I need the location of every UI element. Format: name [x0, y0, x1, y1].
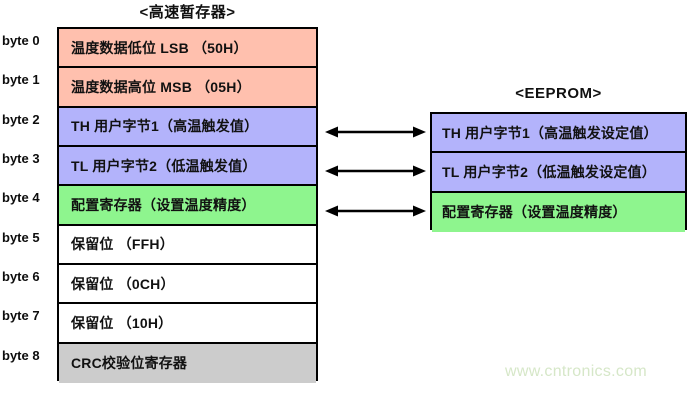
- scratchpad-row-byte8-label: CRC校验位寄存器: [71, 355, 188, 372]
- scratchpad-row-byte5-label: 保留位 （FFH）: [71, 236, 174, 253]
- eeprom-row-tl: TL 用户字节2（低温触发设定值）: [432, 153, 685, 193]
- eeprom-table: TH 用户字节1（高温触发设定值） TL 用户字节2（低温触发设定值） 配置寄存…: [430, 112, 687, 232]
- scratchpad-row-byte1-label: 温度数据高位 MSB （05H）: [71, 78, 251, 95]
- byte-label-4: byte 4: [2, 190, 40, 205]
- eeprom-row-th-label: TH 用户字节1（高温触发设定值）: [442, 124, 658, 141]
- double-arrow-icon-byte3: [325, 164, 426, 178]
- double-arrow-icon-byte2: [325, 125, 426, 139]
- byte-label-5: byte 5: [2, 230, 40, 245]
- double-arrow-icon-byte4: [325, 204, 426, 218]
- eeprom-row-config-label: 配置寄存器（设置温度精度）: [442, 204, 627, 221]
- byte-label-8: byte 8: [2, 348, 40, 363]
- byte-label-6: byte 6: [2, 269, 40, 284]
- scratchpad-title: <高速暂存器>: [139, 4, 236, 21]
- eeprom-row-tl-label: TL 用户字节2（低温触发设定值）: [442, 163, 656, 180]
- eeprom-row-config: 配置寄存器（设置温度精度）: [432, 192, 685, 232]
- scratchpad-row-byte4-label: 配置寄存器（设置温度精度）: [71, 196, 256, 213]
- scratchpad-row-byte0-label: 温度数据低位 LSB （50H）: [71, 39, 248, 56]
- scratchpad-row-byte2: TH 用户字节1（高温触发值）: [59, 107, 316, 147]
- scratchpad-row-byte7-label: 保留位 （10H）: [71, 314, 173, 331]
- eeprom-title: <EEPROM>: [515, 85, 602, 102]
- byte-label-7: byte 7: [2, 308, 40, 323]
- byte-label-1: byte 1: [2, 72, 40, 87]
- scratchpad-row-byte3-label: TL 用户字节2（低温触发值）: [71, 157, 257, 174]
- byte-label-3: byte 3: [2, 151, 40, 166]
- byte-label-2: byte 2: [2, 112, 40, 127]
- scratchpad-row-byte3: TL 用户字节2（低温触发值）: [59, 146, 316, 187]
- scratchpad-row-byte4: 配置寄存器（设置温度精度）: [59, 186, 316, 226]
- byte-label-0: byte 0: [2, 33, 40, 48]
- scratchpad-row-byte0: 温度数据低位 LSB （50H）: [59, 29, 316, 69]
- scratchpad-table: 温度数据低位 LSB （50H） 温度数据高位 MSB （05H） TH 用户字…: [57, 27, 318, 383]
- watermark: www.cntronics.com: [505, 363, 648, 380]
- scratchpad-row-byte5: 保留位 （FFH）: [59, 225, 316, 265]
- scratchpad-row-byte7: 保留位 （10H）: [59, 304, 316, 344]
- scratchpad-row-byte2-label: TH 用户字节1（高温触发值）: [71, 118, 259, 135]
- eeprom-row-th: TH 用户字节1（高温触发设定值）: [432, 114, 685, 154]
- scratchpad-row-byte8: CRC校验位寄存器: [59, 343, 316, 383]
- scratchpad-row-byte6: 保留位 （0CH）: [59, 264, 316, 305]
- scratchpad-row-byte1: 温度数据高位 MSB （05H）: [59, 68, 316, 108]
- scratchpad-row-byte6-label: 保留位 （0CH）: [71, 275, 175, 292]
